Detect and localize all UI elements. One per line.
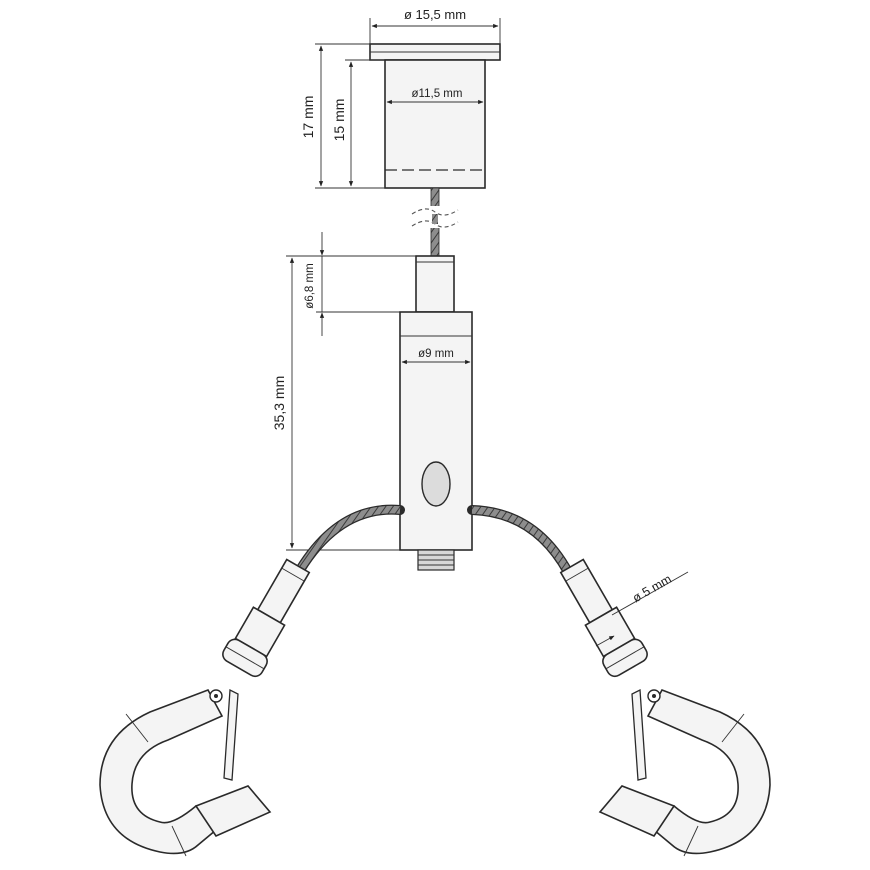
sleeve-diameter-dimension: ø6,8 mm: [304, 232, 416, 336]
left-hook-assembly: [222, 558, 311, 678]
gripper-window: [421, 461, 451, 507]
cable-gripper: [399, 311, 473, 571]
cap-diameter-label: ø 15,5 mm: [404, 7, 466, 22]
body-height-label: 15 mm: [331, 99, 347, 142]
right-hook-latch: [631, 688, 647, 781]
cap-diameter-dimension: ø 15,5 mm: [369, 7, 501, 44]
gripper-diameter-label: ø9 mm: [418, 348, 454, 360]
total-height-label: 17 mm: [300, 96, 316, 139]
ferrule-diameter-label: ø 5 mm: [630, 572, 674, 605]
steel-cable-loop: [295, 504, 573, 577]
cable-sleeve: [415, 255, 455, 313]
body-diameter-dimension: ø11,5 mm: [386, 88, 484, 105]
body-height-dimension: 15 mm: [331, 59, 385, 187]
steel-cable-upper: [411, 187, 459, 257]
left-hook-latch: [223, 688, 239, 781]
total-height-dimension: 17 mm: [300, 43, 385, 189]
gripper-length-dimension: 35,3 mm: [271, 255, 400, 551]
right-hook: [598, 688, 771, 857]
gripper-diameter-dimension: ø9 mm: [401, 348, 471, 365]
body-diameter-label: ø11,5 mm: [412, 88, 463, 100]
sleeve-diameter-label: ø6,8 mm: [304, 263, 316, 308]
left-hook: [99, 688, 272, 857]
right-hook-assembly: [559, 558, 648, 678]
gripper-length-label: 35,3 mm: [271, 376, 287, 430]
ceiling-fixture: [369, 43, 501, 189]
fixture-body: [384, 59, 486, 189]
threaded-stud: [417, 549, 455, 571]
